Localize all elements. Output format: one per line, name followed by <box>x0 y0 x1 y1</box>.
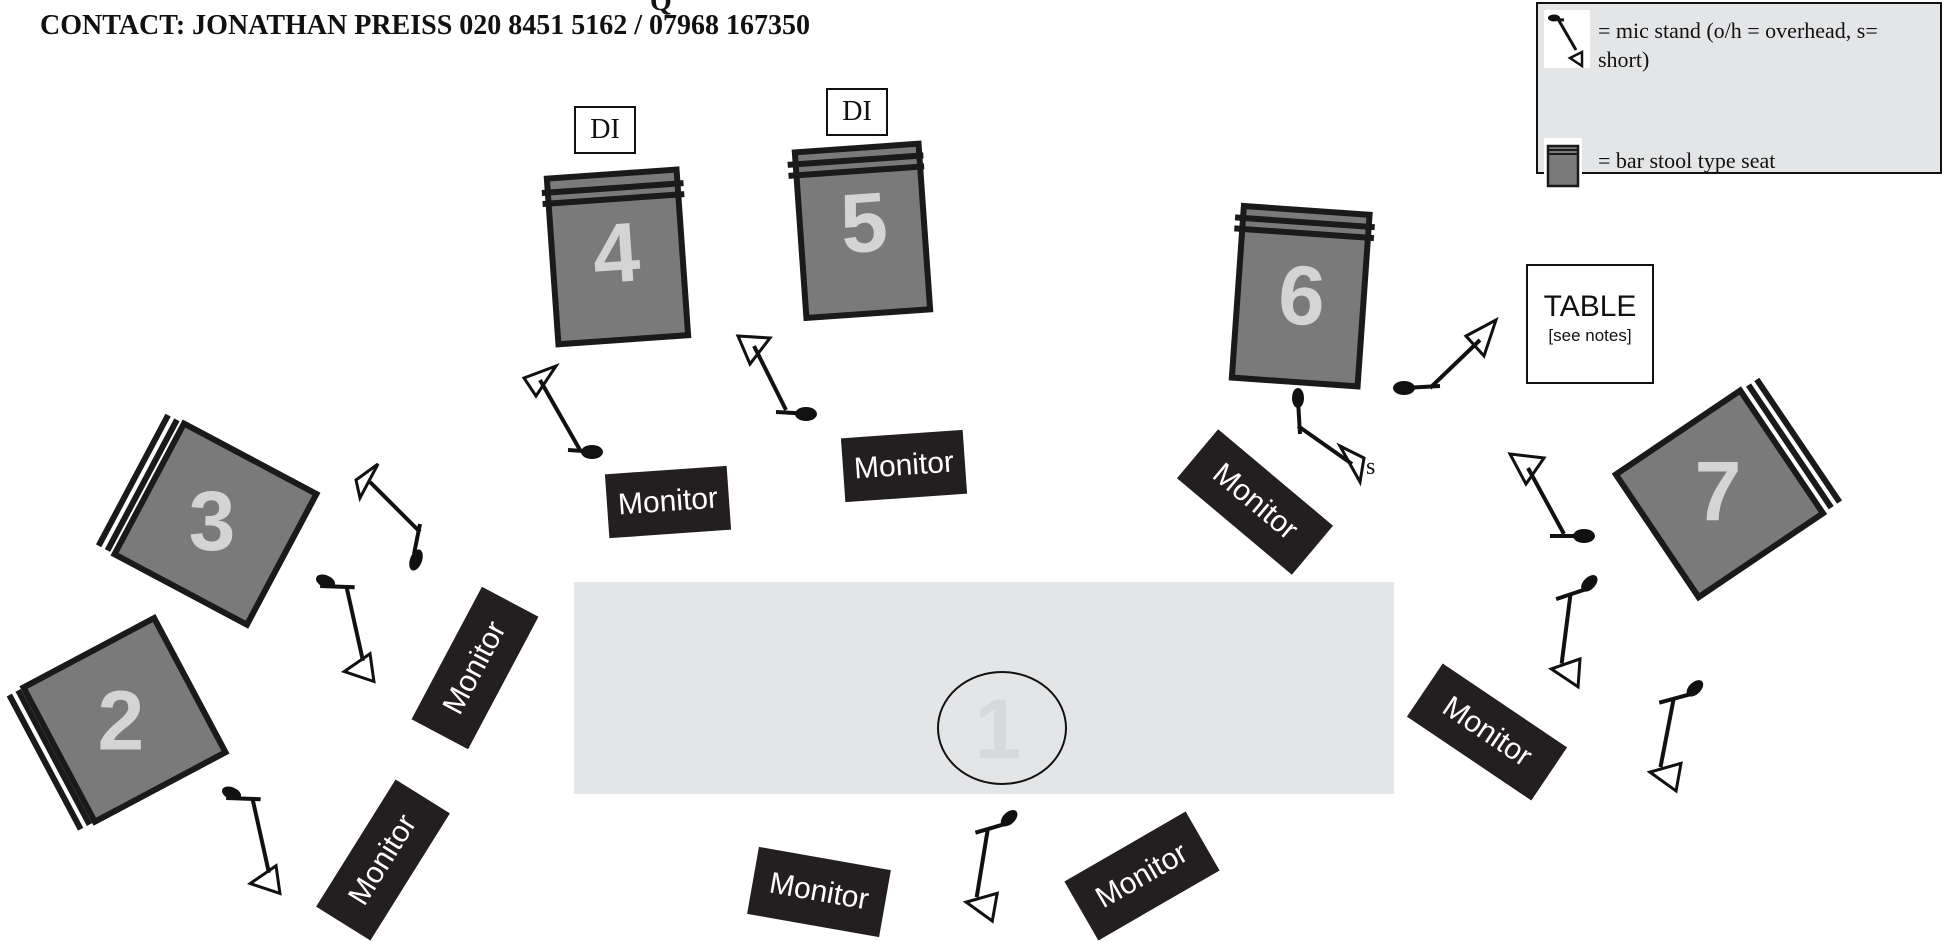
stage-riser <box>574 582 1394 794</box>
mic-stand-icon <box>1507 452 1595 543</box>
mic-stand-icon <box>1547 575 1598 690</box>
di-box-5: DI <box>826 88 888 136</box>
mic-stand-icon <box>315 574 376 684</box>
mic-stand-icon <box>221 786 282 896</box>
seat-number-2: 2 <box>97 673 144 767</box>
table-label: TABLE <box>1543 290 1637 323</box>
seat-number-5: 5 <box>837 174 890 271</box>
seat-number-7: 7 <box>1695 444 1742 538</box>
seat-number-3: 3 <box>189 474 236 568</box>
mic-stand-icon <box>1393 316 1499 395</box>
seat-number-4: 4 <box>590 204 643 301</box>
table-box: TABLE [see notes] <box>1526 264 1654 384</box>
legend-mic-stand-icon <box>1544 10 1590 68</box>
seat-number-6: 6 <box>1275 247 1328 344</box>
table-note: [see notes] <box>1548 326 1632 345</box>
mic-stand-icon <box>962 809 1018 924</box>
mic-stand-icon <box>1292 388 1366 487</box>
di-box-4: DI <box>574 106 636 154</box>
contact-line: CONTACT: JONATHAN PREISS 020 8451 5162 /… <box>40 10 811 41</box>
mic-stand-icon <box>1646 680 1704 794</box>
seat-3: 3 <box>95 413 321 629</box>
seat-2: 2 <box>6 613 230 831</box>
seat-5: 5 <box>787 140 934 322</box>
header-cut-text: Q <box>650 0 672 17</box>
mic-stand-icon <box>354 462 423 571</box>
legend-box: = mic stand (o/h = overhead, s= short) =… <box>1536 2 1942 190</box>
monitor-wedge-seat-5: Monitor <box>840 429 968 503</box>
mic-stand-icon <box>735 334 817 421</box>
center-position-1: 1 <box>937 671 1067 785</box>
short-stand-mark: s <box>1366 454 1376 480</box>
legend-mic-text: = mic stand (o/h = overhead, s= short) <box>1598 18 1878 72</box>
center-number-1: 1 <box>975 682 1022 776</box>
mic-stand-icon <box>521 362 603 459</box>
seat-6: 6 <box>1228 202 1375 390</box>
seat-4: 4 <box>541 166 692 348</box>
seat-7: 7 <box>1611 377 1843 602</box>
legend-bar-stool-icon <box>1544 138 1582 190</box>
legend-stool-text: = bar stool type seat <box>1598 148 1776 173</box>
monitor-wedge-seat-4: Monitor <box>604 465 732 539</box>
